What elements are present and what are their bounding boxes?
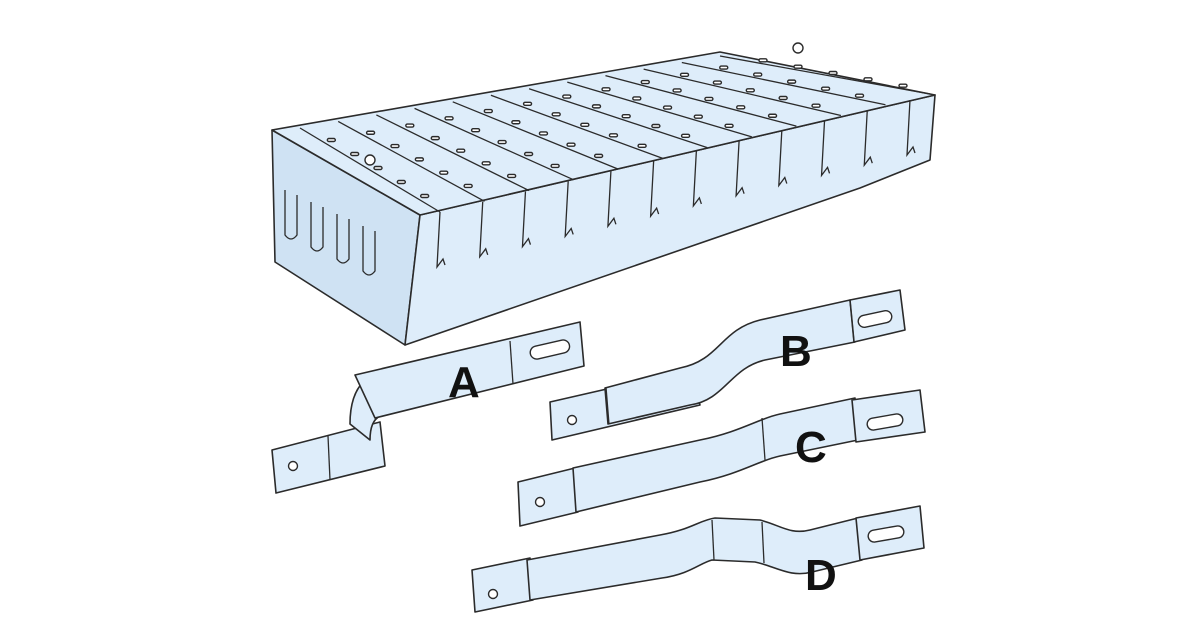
vent-slot	[601, 87, 611, 92]
side-clip	[362, 226, 376, 276]
vent-slot	[326, 137, 337, 143]
vent-slot	[523, 151, 534, 157]
vent-slot	[704, 96, 714, 102]
front-rib	[436, 211, 446, 270]
cover-ridge	[643, 68, 842, 117]
vent-slot	[414, 157, 425, 162]
vent-slot	[621, 113, 631, 119]
side-clip	[284, 190, 298, 240]
front-rib	[863, 110, 873, 168]
vent-slot	[456, 148, 466, 153]
cover-ridge	[490, 94, 663, 159]
vent-slot	[444, 116, 454, 121]
vent-slot	[786, 79, 797, 84]
vent-slot	[752, 72, 763, 77]
vent-slot	[898, 83, 908, 88]
vent-slot	[591, 104, 602, 109]
vent-slot	[550, 163, 560, 169]
vent-slot	[693, 114, 704, 119]
front-rib	[607, 171, 617, 229]
vent-slot	[511, 120, 521, 125]
label-d: D	[805, 551, 837, 600]
vent-slot	[481, 161, 491, 166]
cover-ridge	[376, 114, 530, 192]
front-rib	[564, 181, 574, 239]
vent-slot	[538, 131, 549, 136]
vent-slot	[793, 64, 803, 69]
vent-slot	[758, 58, 768, 63]
vent-slot	[719, 65, 729, 70]
busbar-a: A	[271, 321, 585, 494]
vent-slot	[778, 95, 788, 101]
vent-slot	[712, 80, 723, 85]
vent-slot	[506, 173, 517, 179]
vent-slot	[724, 123, 734, 128]
front-rib	[906, 99, 916, 158]
vent-slot	[349, 151, 360, 157]
vent-slot	[640, 79, 650, 85]
front-rib	[692, 150, 702, 209]
cover-ridge	[567, 81, 753, 138]
vent-slot	[637, 143, 647, 149]
front-rib	[735, 140, 745, 198]
vent-slot	[419, 193, 430, 199]
cover-ridge	[299, 127, 441, 213]
vent-slot	[632, 96, 642, 101]
vent-slot	[828, 70, 838, 76]
vent-slot	[390, 143, 400, 149]
cover-ridge	[528, 88, 708, 149]
cover-ridge	[605, 75, 797, 127]
front-rib	[649, 161, 660, 219]
cover-ridge	[337, 120, 485, 202]
vent-slot	[593, 153, 604, 159]
busbar-b: B	[549, 289, 906, 441]
vent-slot	[662, 105, 673, 110]
vent-slot	[736, 105, 746, 110]
vent-slot	[430, 135, 440, 141]
vent-slot	[562, 94, 572, 99]
front-rib	[521, 191, 532, 249]
vent-slot	[767, 113, 778, 118]
vent-slot	[439, 170, 449, 175]
cover-ridge	[719, 55, 931, 95]
vent-slot	[551, 112, 561, 117]
front-rib	[820, 120, 831, 178]
front-rib	[778, 130, 788, 188]
busbar-c: C	[517, 389, 926, 527]
vent-slot	[608, 133, 619, 138]
vent-slot	[497, 139, 507, 145]
label-b: B	[780, 327, 812, 376]
cover-ridge	[681, 61, 886, 106]
vent-slot	[580, 122, 590, 128]
vent-slot	[672, 88, 682, 93]
vent-slot	[396, 179, 407, 185]
vent-slot	[470, 127, 481, 133]
cover-ridge	[452, 101, 619, 170]
vent-slot	[651, 123, 661, 129]
vent-slot	[522, 101, 533, 106]
vent-slot	[463, 183, 473, 189]
side-clip	[310, 202, 324, 252]
vent-slot	[820, 86, 831, 91]
side-clip	[336, 214, 350, 264]
label-a: A	[448, 358, 480, 407]
vent-slot	[745, 88, 755, 93]
vent-slot	[811, 103, 821, 108]
vent-slot	[483, 108, 494, 114]
label-c: C	[795, 423, 827, 472]
vent-slot	[854, 93, 865, 98]
enclosure-box	[271, 42, 936, 346]
cover-ridge	[414, 107, 574, 181]
front-rib	[478, 201, 489, 259]
vent-slot	[863, 77, 873, 82]
vent-slot	[373, 165, 383, 171]
vent-slot	[405, 123, 415, 128]
vent-slot	[680, 133, 691, 139]
vent-slot	[566, 142, 576, 147]
vent-slot	[365, 130, 376, 135]
busbar-d: D	[471, 505, 925, 613]
vent-slot	[679, 72, 690, 78]
